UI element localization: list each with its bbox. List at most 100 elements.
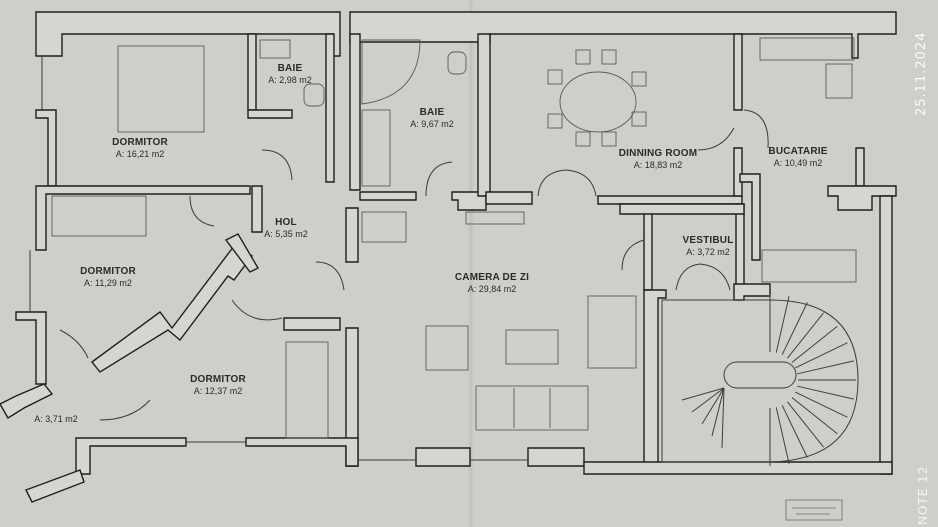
door-swing bbox=[59, 329, 89, 359]
bathtub-icon bbox=[361, 39, 421, 105]
door-swing bbox=[261, 149, 293, 181]
stair-treads bbox=[681, 294, 856, 466]
chair-icon bbox=[631, 71, 647, 87]
counter-icon bbox=[759, 37, 855, 61]
armchair-icon bbox=[425, 325, 469, 371]
dining-table-icon bbox=[559, 71, 637, 133]
paper-stamp bbox=[785, 499, 843, 521]
room-area: A: 16,21 m2 bbox=[115, 148, 165, 159]
room-area: A: 10,49 m2 bbox=[773, 157, 823, 168]
stair-tread bbox=[701, 387, 725, 425]
wall-baie1-bottom bbox=[247, 109, 293, 119]
stair-tread bbox=[787, 401, 824, 448]
door-swing bbox=[231, 299, 283, 321]
chair-icon bbox=[601, 49, 617, 65]
wall-stair-left bbox=[643, 289, 667, 471]
room-label-camera: CAMERA DE ZI A: 29,84 m2 bbox=[455, 272, 529, 294]
wall-dining-bottom bbox=[485, 191, 533, 205]
door-swing bbox=[675, 263, 731, 291]
door-swing bbox=[537, 169, 597, 197]
stove-icon bbox=[825, 63, 853, 99]
device-stamp: NOTE 12 bbox=[916, 465, 930, 525]
stair-core bbox=[723, 361, 797, 389]
room-name: DORMITOR bbox=[190, 374, 246, 385]
wall-top-right bbox=[349, 11, 897, 59]
wall-left-upper bbox=[35, 109, 57, 187]
wall-baie1-left bbox=[247, 33, 257, 111]
stair-tread bbox=[794, 391, 848, 418]
room-label-dormitor-3: DORMITOR A: 12,37 m2 bbox=[190, 374, 246, 396]
toilet-icon bbox=[447, 51, 467, 75]
wall-kitchen-left bbox=[733, 33, 743, 111]
wall-kitchen-bottom bbox=[827, 185, 897, 211]
sofa-icon bbox=[587, 295, 637, 369]
door-swing bbox=[697, 127, 735, 151]
wall-vestibul-right bbox=[735, 203, 745, 291]
fireplace-icon bbox=[465, 211, 525, 225]
wall-kitchen-inner bbox=[739, 173, 761, 261]
room-name: DINNING ROOM bbox=[618, 148, 698, 159]
room-name: DORMITOR bbox=[112, 137, 168, 148]
sofa-icon bbox=[475, 385, 589, 431]
sink-icon bbox=[259, 39, 291, 59]
wall-bottom-mid3 bbox=[527, 447, 585, 467]
door-swing bbox=[99, 399, 151, 421]
stair-tread bbox=[721, 387, 725, 449]
wall-bottom-mid2 bbox=[415, 447, 471, 467]
stamp-box bbox=[785, 499, 843, 521]
wall-diagonal-inner bbox=[224, 233, 259, 273]
chair-icon bbox=[601, 131, 617, 147]
room-area: A: 9,67 m2 bbox=[410, 118, 454, 129]
room-area: A: 11,29 m2 bbox=[84, 277, 132, 288]
tv-unit-icon bbox=[361, 211, 407, 243]
wall-bottom-mid1 bbox=[245, 437, 359, 467]
wall-baie1-right bbox=[325, 33, 335, 183]
stair-tread bbox=[691, 387, 725, 413]
stair-tread bbox=[797, 360, 854, 375]
sink-icon bbox=[361, 109, 391, 187]
date-stamp: 25.11.2024 bbox=[914, 31, 929, 116]
wall-baie2-right bbox=[477, 33, 491, 197]
chair-icon bbox=[575, 131, 591, 147]
paper-fold bbox=[468, 0, 474, 527]
stair-tread bbox=[781, 302, 808, 356]
chair-icon bbox=[547, 113, 563, 129]
room-name: BAIE bbox=[277, 63, 303, 74]
stair-tread bbox=[775, 296, 790, 353]
stair-tread bbox=[794, 342, 848, 369]
room-label-dining: DINNING ROOM A: 18,83 m2 bbox=[619, 148, 698, 170]
room-label-baie-1: BAIE A: 2,98 m2 bbox=[268, 63, 312, 85]
stair-tread bbox=[781, 404, 808, 458]
wall-center-mid bbox=[345, 207, 359, 263]
room-label-dormitor-2: DORMITOR A: 11,29 m2 bbox=[80, 266, 136, 288]
room-name: HOL bbox=[275, 217, 297, 228]
counter-icon bbox=[761, 249, 857, 283]
room-area: A: 29,84 m2 bbox=[467, 283, 517, 294]
room-name: BUCATARIE bbox=[768, 146, 828, 157]
wall-diagonal bbox=[90, 239, 254, 373]
stair-tread bbox=[681, 387, 725, 401]
room-area: A: 3,71 m2 bbox=[34, 414, 78, 424]
stair-tread bbox=[791, 397, 838, 434]
wall-dining-bottom-r bbox=[597, 195, 743, 205]
wall-stair-top bbox=[733, 283, 771, 301]
room-name: CAMERA DE ZI bbox=[454, 272, 530, 283]
room-area: A: 2,98 m2 bbox=[268, 74, 312, 85]
chair-icon bbox=[575, 49, 591, 65]
toilet-icon bbox=[303, 83, 325, 107]
chair-icon bbox=[547, 69, 563, 85]
wall-center-top bbox=[349, 33, 361, 191]
stair-tread bbox=[711, 387, 725, 437]
wall-left-bay bbox=[15, 311, 47, 385]
door-swing bbox=[315, 261, 345, 291]
wall-bay-low bbox=[25, 469, 85, 503]
wall-left-mid bbox=[35, 185, 251, 251]
wall-baie2-bottom bbox=[359, 191, 417, 201]
stair-tread bbox=[791, 326, 838, 363]
wall-hol-bottom bbox=[283, 317, 341, 331]
room-label-baie-2: BAIE A: 9,67 m2 bbox=[410, 107, 454, 129]
bed-icon bbox=[117, 45, 205, 133]
coffee-table-icon bbox=[505, 329, 559, 365]
room-label-vestibul: VESTIBUL A: 3,72 m2 bbox=[682, 235, 733, 257]
room-label-bucatarie: BUCATARIE A: 10,49 m2 bbox=[768, 146, 827, 168]
